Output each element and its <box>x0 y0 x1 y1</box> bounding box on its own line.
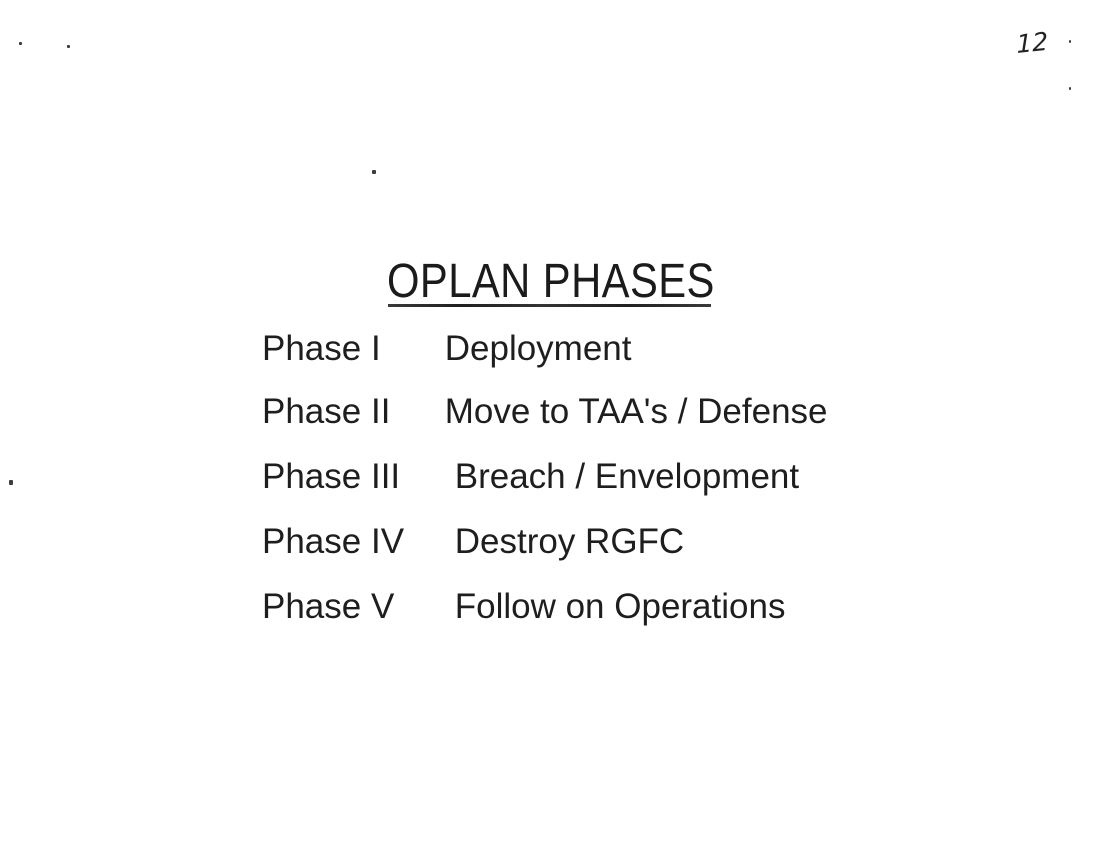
phase-row: Phase II Move to TAA's / Defense <box>262 394 828 429</box>
phase-description: Breach / Envelopment <box>454 457 800 496</box>
phase-row: Phase I Deployment <box>262 331 632 366</box>
scan-speck <box>19 42 22 45</box>
page-title: OPLAN PHASES <box>387 255 715 308</box>
scan-speck <box>1069 87 1071 90</box>
handwritten-page-number: 12 <box>1015 26 1049 60</box>
scan-speck <box>9 480 13 485</box>
phase-description: Destroy RGFC <box>454 522 685 561</box>
phase-description: Move to TAA's / Defense <box>444 392 828 431</box>
phase-description: Follow on Operations <box>454 587 786 626</box>
phase-label: Phase IV <box>262 522 405 561</box>
phase-label: Phase V <box>262 587 395 626</box>
phase-description: Deployment <box>444 329 632 368</box>
phase-row: Phase III Breach / Envelopment <box>262 459 799 494</box>
phase-label: Phase III <box>262 457 401 496</box>
scan-speck <box>67 45 70 48</box>
phase-row: Phase IV Destroy RGFC <box>262 524 684 559</box>
phase-label: Phase I <box>262 329 381 368</box>
scan-speck <box>1069 40 1071 43</box>
title-underline <box>388 304 711 307</box>
phase-row: Phase V Follow on Operations <box>262 589 785 624</box>
phase-label: Phase II <box>262 392 391 431</box>
scan-speck <box>372 170 376 174</box>
